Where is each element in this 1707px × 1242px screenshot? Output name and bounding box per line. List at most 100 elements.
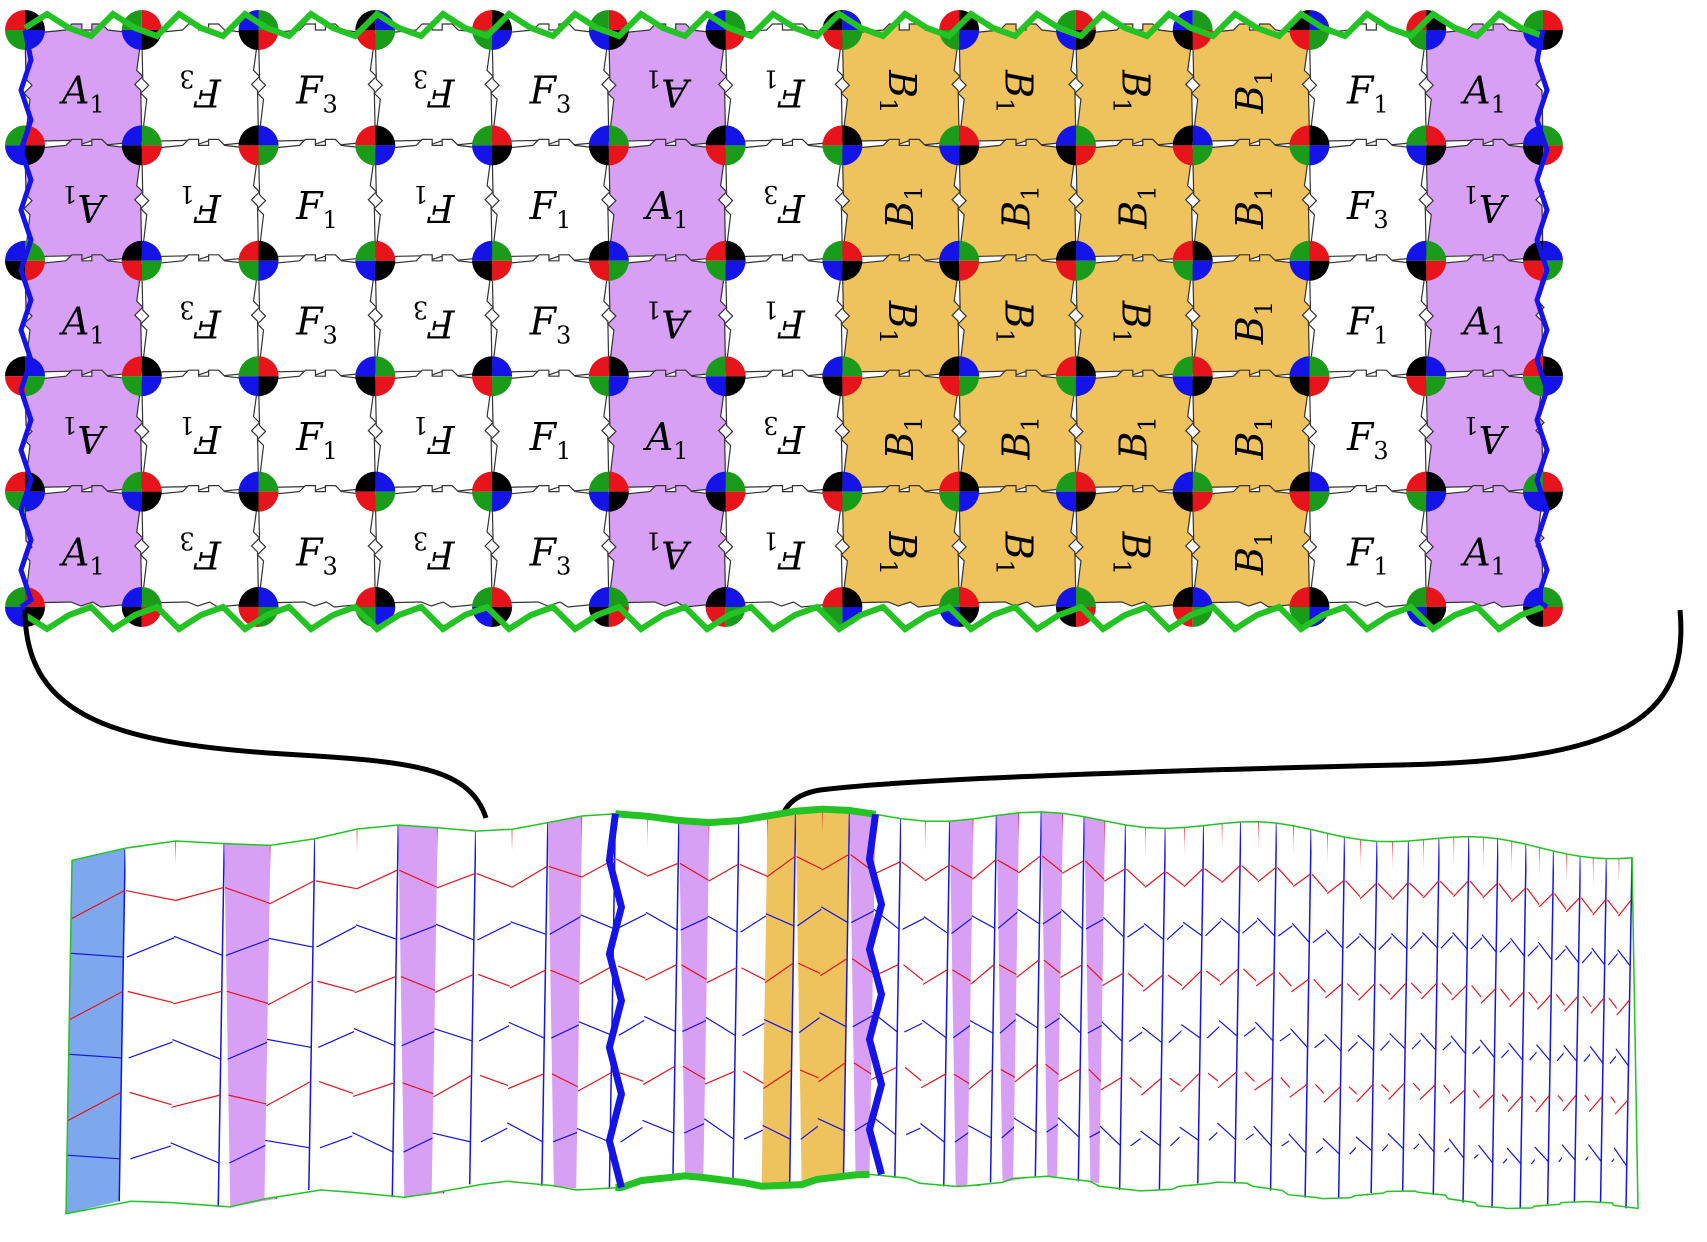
tile-joints (5, 10, 1563, 627)
strip-cell (816, 809, 850, 1180)
strip-crease-line (1482, 883, 1498, 899)
joint-quadrant (1075, 471, 1096, 492)
tile-f1r: F1 (139, 369, 261, 493)
joint-quadrant (141, 471, 162, 492)
strip-cell (761, 811, 796, 1187)
strip-crease-line (171, 1094, 221, 1108)
strip-fold-line (672, 820, 680, 1176)
strip-crease-line (1257, 867, 1277, 883)
strip-crease-line (642, 1119, 675, 1134)
tile-label-text: B1 (995, 416, 1045, 460)
joint-quadrant (375, 240, 396, 261)
deformed-strip-panel (65, 805, 1639, 1215)
tile-label: F3 (413, 65, 456, 115)
joint (588, 240, 629, 281)
strip-crease-line (821, 853, 849, 871)
tile-a: A1 (1424, 254, 1545, 377)
joint-quadrant (258, 587, 279, 607)
strip-cell (703, 820, 739, 1183)
joint-quadrant (1426, 30, 1447, 50)
strip-cell (169, 840, 225, 1207)
joint-quadrant (141, 260, 162, 281)
joint-quadrant (725, 240, 746, 261)
tile-label-text: B1 (995, 185, 1045, 229)
strip-crease-line (1421, 931, 1438, 949)
strip-fold-line (1034, 811, 1043, 1177)
strip-crease-line (1140, 1130, 1161, 1147)
tile-shape (723, 23, 845, 147)
joint-quadrant (842, 260, 863, 281)
joint-quadrant (705, 376, 726, 397)
strip-column (1099, 821, 1127, 1190)
strip-crease-line (902, 916, 928, 930)
strip-crease-line (616, 911, 650, 930)
tile-shape (1307, 485, 1429, 608)
tile-shape (1424, 369, 1545, 493)
joint-quadrant (725, 587, 746, 607)
joint (1406, 125, 1447, 166)
tile-shape (1307, 138, 1429, 262)
highlight-left-edge (605, 813, 626, 1189)
joint-quadrant (1075, 376, 1096, 397)
tile-f3r: F3 (723, 369, 845, 493)
highlight-top (615, 805, 877, 827)
joint-quadrant (959, 491, 980, 512)
strip-crease-line (707, 915, 738, 933)
strip-crease-line (970, 964, 995, 985)
tile-f3r: F3 (139, 23, 261, 147)
tile-label: F1 (413, 180, 456, 230)
strip-crease-line (1060, 908, 1084, 930)
joint-quadrant (492, 260, 513, 281)
strip-crease-line (1183, 868, 1204, 888)
tile-label: B1 (878, 416, 928, 460)
joint (705, 471, 746, 512)
joint-quadrant (939, 125, 960, 146)
strip-cell (919, 821, 950, 1187)
strip-crease-line (1288, 1133, 1307, 1154)
joint-quadrant (5, 240, 25, 261)
joint-quadrant (822, 240, 843, 261)
joint-quadrant (1426, 471, 1447, 492)
tile-label-text: B1 (1111, 185, 1161, 229)
strip-fold-line (1546, 851, 1555, 1205)
joint-quadrant (939, 145, 960, 166)
strip-crease-line (923, 916, 949, 935)
strip-column (1013, 811, 1043, 1179)
tile-label: F1 (295, 415, 338, 465)
joint-quadrant (141, 125, 162, 146)
strip-crease-line (1469, 880, 1485, 899)
joint-quadrant (355, 260, 376, 281)
strip-crease-line (1216, 1122, 1237, 1140)
joint (1406, 356, 1447, 397)
joint-quadrant (1192, 471, 1213, 492)
joint-quadrant (121, 125, 142, 146)
strip-crease-line (763, 1069, 792, 1089)
tile-label-text: F3 (1346, 415, 1389, 465)
tile-label-text: F3 (529, 300, 572, 350)
tile-shape (957, 485, 1078, 608)
joint-quadrant (472, 491, 493, 512)
joint-quadrant (258, 376, 279, 397)
strip-crease-line (1388, 1082, 1405, 1100)
strip-crease-line (1390, 982, 1407, 1000)
tile-label: B1 (991, 69, 1041, 113)
strip-column (1139, 827, 1167, 1191)
joint-quadrant (1055, 587, 1076, 607)
tile-label: F3 (763, 411, 806, 461)
joint-quadrant (375, 145, 396, 166)
joint-quadrant (258, 240, 279, 261)
tile-ar: A1 (606, 23, 728, 147)
tile-ar: A1 (1424, 369, 1545, 493)
strip-crease-line (617, 965, 651, 981)
strip-crease-line (265, 1139, 310, 1149)
strip-crease-line (1102, 972, 1124, 987)
strip-crease-line (969, 1020, 994, 1034)
strip-crease-line (1409, 882, 1426, 899)
tile-f3: F3 (256, 485, 378, 608)
strip-fold-line (788, 811, 797, 1185)
joint-quadrant (1289, 125, 1310, 146)
strip-crease-line (997, 908, 1022, 929)
strip-cell (1418, 838, 1440, 1196)
tile-b: B1 (1074, 254, 1195, 377)
joint-quadrant (1075, 491, 1096, 512)
